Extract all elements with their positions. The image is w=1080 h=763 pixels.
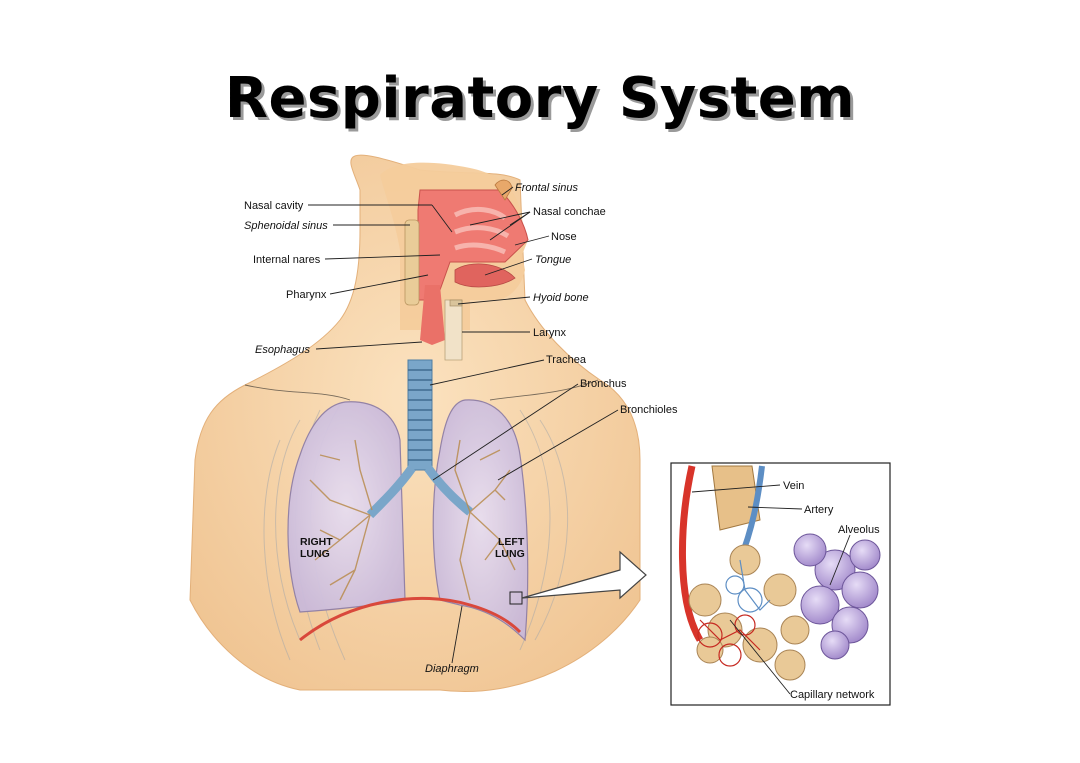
inset-label-alveolus: Alveolus <box>838 524 880 536</box>
bronchial-tree <box>309 439 516 601</box>
right-labels <box>429 186 619 664</box>
label-nose: Nose <box>551 231 577 243</box>
label-sphenoidal-sinus: Sphenoidal sinus <box>244 220 328 232</box>
left-labels <box>308 204 453 350</box>
label-nasal-cavity: Nasal cavity <box>244 200 304 212</box>
label-tongue: Tongue <box>535 254 571 266</box>
left-lung-label-line1: LEFT <box>498 536 525 548</box>
inset-label-vein: Vein <box>783 480 804 492</box>
label-internal-nares: Internal nares <box>253 254 321 266</box>
label-bronchus: Bronchus <box>580 378 627 390</box>
label-diaphragm: Diaphragm <box>425 663 479 675</box>
trachea-illustration <box>366 359 473 519</box>
label-hyoid-bone: Hyoid bone <box>533 292 589 304</box>
inset-label-artery: Artery <box>804 504 834 516</box>
label-trachea: Trachea <box>546 354 587 366</box>
label-frontal-sinus: Frontal sinus <box>515 182 578 194</box>
left-lung-label-line2: LUNG <box>495 548 525 560</box>
diaphragm-muscle <box>299 596 522 642</box>
inset-label-capillary-network: Capillary network <box>790 689 875 701</box>
right-lung-label-line1: RIGHT <box>300 536 333 548</box>
zoom-arrow <box>521 550 647 600</box>
label-nasal-conchae: Nasal conchae <box>533 206 606 218</box>
label-pharynx: Pharynx <box>286 289 327 301</box>
label-larynx: Larynx <box>533 327 567 339</box>
slide-title: Respiratory System <box>224 66 856 131</box>
label-esophagus: Esophagus <box>255 344 311 356</box>
alveoli-inset <box>670 462 891 706</box>
right-lung-label-line2: LUNG <box>300 548 330 560</box>
label-bronchioles: Bronchioles <box>620 404 678 416</box>
